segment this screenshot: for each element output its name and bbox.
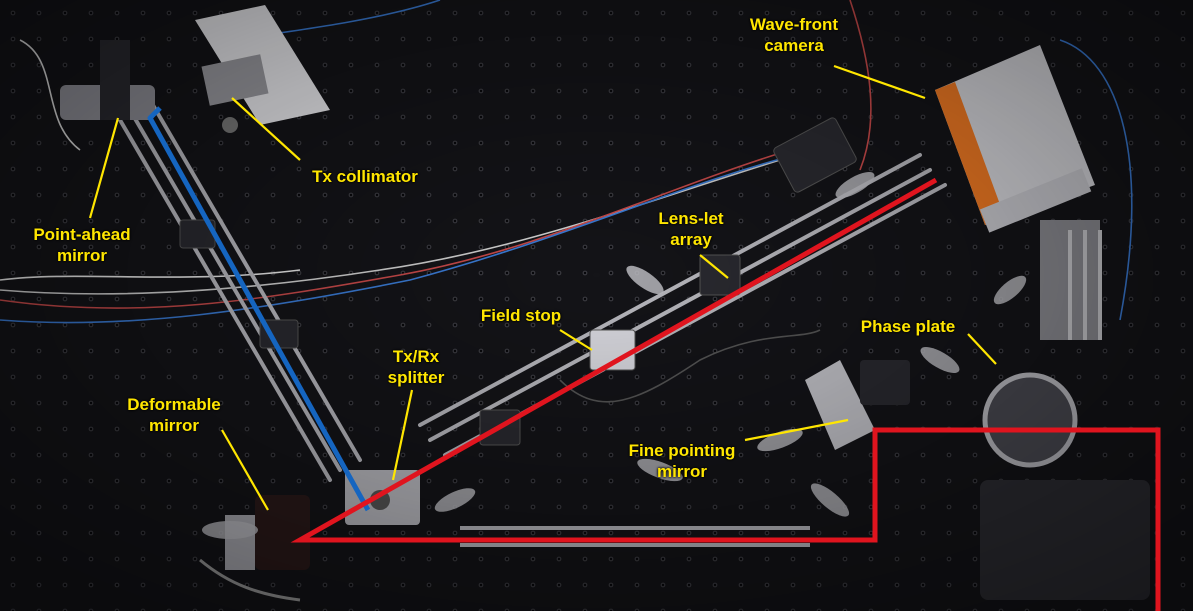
rx-beam-path: [290, 177, 1161, 611]
label-point-ahead-mirror: Point-ahead mirror: [33, 225, 131, 265]
label-lenslet-array: Lens-let array: [658, 209, 724, 249]
label-wavefront-camera: Wave-front camera: [749, 15, 839, 55]
tx-beam-path: [147, 106, 371, 512]
leader-lines: [88, 64, 997, 511]
label-phase-plate: Phase plate: [860, 317, 956, 336]
label-tx-collimator: Tx collimator: [312, 167, 418, 186]
label-deformable-mirror: Deformable mirror: [127, 395, 221, 435]
label-field-stop: Field stop: [480, 306, 562, 325]
label-fine-pointing-mirror: Fine pointing mirror: [628, 441, 736, 481]
label-txrx-splitter: Tx/Rx splitter: [387, 347, 445, 387]
